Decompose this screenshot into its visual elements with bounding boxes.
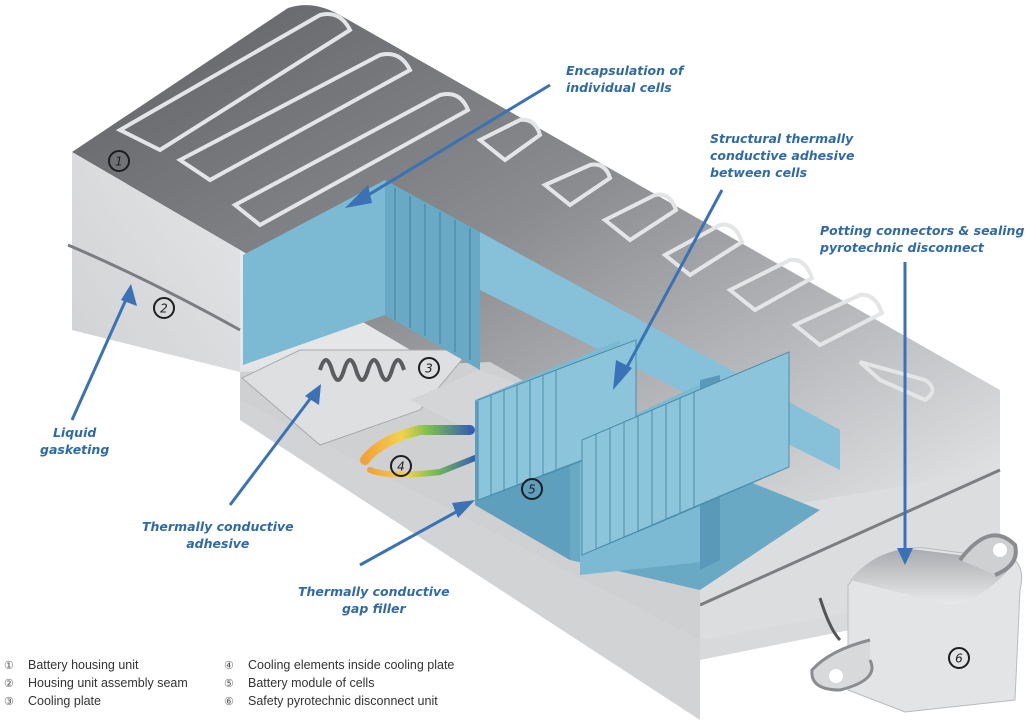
svg-text:1: 1 (115, 155, 123, 169)
svg-text:2: 2 (160, 302, 168, 316)
callout-line: adhesive (186, 536, 250, 551)
number-badge-4: 4 (390, 455, 412, 477)
legend-item: ① Battery housing unit (4, 656, 188, 674)
callout-line: Encapsulation of (566, 63, 684, 78)
assembly-seam (67, 243, 241, 332)
callout-line: Structural thermally (710, 131, 854, 146)
legend-number: ⑥ (224, 696, 234, 708)
callout-line: Thermally conductive (142, 519, 294, 534)
number-badge-1: 1 (108, 150, 130, 172)
legend-number: ③ (4, 696, 14, 708)
svg-text:6: 6 (955, 652, 963, 666)
number-badge-5: 5 (521, 478, 543, 500)
number-badge-6: 6 (948, 647, 970, 669)
arrow-encapsulation (359, 83, 551, 202)
number-badge-2: 2 (153, 297, 175, 319)
callout-thermal-adhesive: Thermally conductive adhesive (142, 518, 294, 552)
arrow-thermal-adhesive (228, 394, 315, 506)
callout-line: Thermally conductive (298, 584, 450, 599)
callout-encapsulation: Encapsulation of individual cells (566, 62, 683, 96)
svg-text:4: 4 (397, 460, 405, 474)
legend-label: Housing unit assembly seam (28, 676, 188, 690)
legend-item: ⑤ Battery module of cells (224, 674, 454, 692)
svg-text:5: 5 (528, 483, 536, 497)
callout-line: individual cells (566, 80, 672, 95)
arrow-gap-filler (359, 505, 466, 567)
callout-structural: Structural thermally conductive adhesive… (710, 130, 855, 181)
svg-text:3: 3 (425, 362, 433, 376)
cell-encapsulation-panel (243, 180, 385, 365)
callout-potting: Potting connectors & sealing pyrotechnic… (820, 222, 1024, 256)
legend-item: ② Housing unit assembly seam (4, 674, 188, 692)
callout-line: Potting connectors & sealing (820, 223, 1025, 238)
callout-line: Liquid (52, 425, 97, 440)
number-badge-3: 3 (418, 357, 440, 379)
callout-line: gasketing (40, 442, 110, 457)
arrow-liquid (70, 294, 130, 421)
legend-number: ① (4, 660, 14, 672)
callout-line: gap filler (341, 601, 406, 616)
legend-number: ⑤ (224, 678, 234, 690)
cell-fins (477, 339, 790, 556)
legend-label: Cooling elements inside cooling plate (248, 658, 455, 672)
callout-line: pyrotechnic disconnect (820, 240, 984, 255)
callout-line: between cells (710, 165, 808, 180)
callout-liquid-gasketing: Liquid gasketing (40, 424, 109, 458)
cooling-elements (360, 425, 478, 478)
callout-gap-filler: Thermally conductive gap filler (298, 583, 450, 617)
legend-number: ④ (224, 660, 234, 672)
legend-label: Safety pyrotechnic disconnect unit (248, 694, 438, 708)
legend-label: Cooling plate (28, 694, 101, 708)
cooling-serpentine (318, 358, 406, 382)
arrow-heads (121, 185, 913, 565)
legend-item: ④ Cooling elements inside cooling plate (224, 656, 454, 674)
lid-cooling-channels (115, 12, 935, 403)
legend-column-1: ① Battery housing unit ② Housing unit asse… (4, 656, 188, 710)
legend-item: ⑥ Safety pyrotechnic disconnect unit (224, 692, 454, 710)
callout-arrows (70, 83, 907, 567)
legend-label: Battery module of cells (248, 676, 375, 690)
number-badges: 1 2 3 4 5 6 (108, 150, 970, 669)
pyrotechnic-disconnect-unit (810, 533, 1023, 713)
legend-item: ③ Cooling plate (4, 692, 188, 710)
arrow-structural (618, 189, 724, 381)
callout-line: conductive adhesive (710, 148, 855, 163)
cell-fin (693, 351, 790, 508)
legend-label: Battery housing unit (28, 658, 139, 672)
legend-column-2: ④ Cooling elements inside cooling plate ⑤… (224, 656, 454, 710)
legend-number: ② (4, 678, 14, 690)
